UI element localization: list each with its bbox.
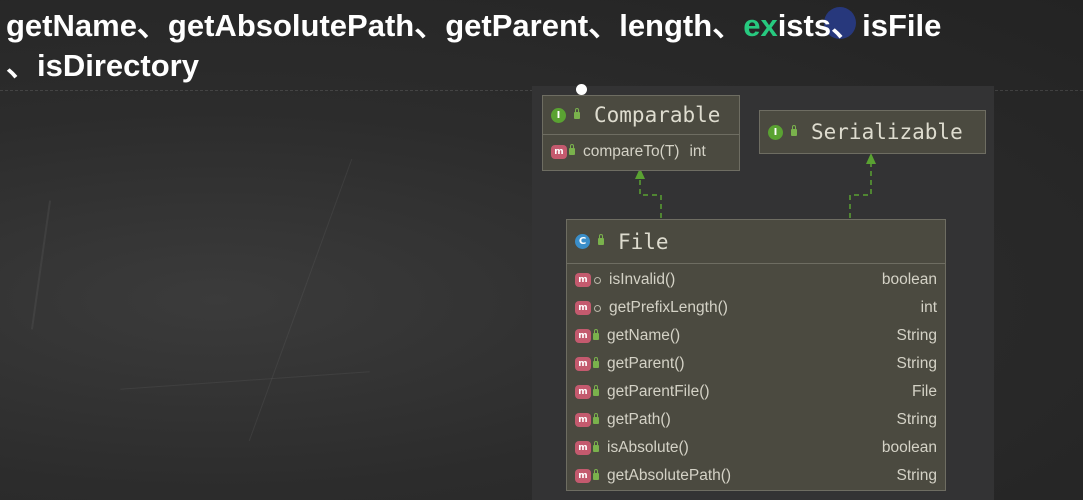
- method-name: compareTo(T): [583, 142, 680, 160]
- method-row[interactable]: m getAbsolutePath() String: [567, 462, 945, 490]
- serializable-interface-box[interactable]: I Serializable: [759, 110, 986, 154]
- title-text: ists、isFile: [777, 8, 942, 43]
- method-name: isInvalid(): [609, 271, 676, 288]
- title-line-1: getName、getAbsolutePath、getParent、length…: [6, 6, 1066, 46]
- file-header: C File: [567, 220, 945, 264]
- method-name: getPrefixLength(): [609, 299, 728, 316]
- method-name: getPath(): [607, 411, 671, 428]
- file-class-box[interactable]: C File m isInvalid() boolean m getPrefixLeng…: [566, 219, 946, 491]
- method-return-type: String: [896, 355, 938, 372]
- method-icon: m: [551, 144, 567, 159]
- comparable-arrowhead: [635, 168, 645, 179]
- title-line-2: 、isDirectory: [6, 48, 199, 83]
- method-icon: m: [575, 273, 591, 287]
- public-lock-icon: [569, 144, 575, 155]
- method-row[interactable]: m isAbsolute() boolean: [567, 434, 945, 462]
- method-row[interactable]: m isInvalid() boolean: [567, 266, 945, 294]
- method-name: getParent(): [607, 355, 685, 372]
- method-return-type: String: [896, 411, 938, 428]
- method-icon: m: [575, 301, 591, 315]
- comparable-header: I Comparable: [543, 96, 739, 135]
- public-lock-icon: [791, 124, 797, 136]
- public-lock-icon: [574, 107, 580, 119]
- method-return-type: boolean: [881, 271, 937, 288]
- method-name: getName(): [607, 327, 681, 344]
- method-return-type: boolean: [881, 439, 937, 456]
- public-lock-icon: [593, 384, 599, 396]
- class-name: File: [618, 229, 669, 254]
- public-lock-icon: [598, 234, 604, 245]
- method-icon: m: [575, 385, 591, 399]
- public-lock-icon: [593, 440, 599, 452]
- method-return-type: int: [689, 142, 706, 160]
- implements-comparable-line: [639, 178, 662, 218]
- public-lock-icon: [593, 412, 599, 424]
- package-private-icon: [594, 276, 601, 284]
- method-row[interactable]: m compareTo(T) int: [543, 135, 739, 168]
- interface-name: Comparable: [594, 103, 721, 127]
- interface-name: Serializable: [811, 120, 963, 144]
- method-return-type: File: [912, 383, 937, 400]
- public-lock-icon: [593, 468, 599, 480]
- method-icon: m: [575, 329, 591, 343]
- title-text: getName、getAbsolutePath、getParent、length…: [6, 8, 744, 43]
- method-icon: m: [575, 469, 591, 483]
- serializable-header: I Serializable: [760, 111, 985, 153]
- page-title: getName、getAbsolutePath、getParent、length…: [6, 6, 1066, 86]
- implements-serializable-line: [849, 163, 872, 218]
- title-highlight: ex: [743, 8, 778, 43]
- method-name: getParentFile(): [607, 383, 710, 400]
- package-private-icon: [594, 304, 601, 312]
- serializable-arrowhead: [866, 153, 876, 164]
- method-list: m isInvalid() boolean m getPrefixLength() int…: [567, 264, 945, 490]
- method-icon: m: [575, 357, 591, 371]
- method-return-type: String: [896, 327, 938, 344]
- method-return-type: String: [896, 467, 938, 484]
- method-row[interactable]: m getPath() String: [567, 406, 945, 434]
- interface-icon: I: [768, 124, 783, 140]
- class-icon: C: [575, 234, 590, 249]
- method-return-type: int: [920, 299, 937, 316]
- method-name: getAbsolutePath(): [607, 467, 732, 484]
- interface-icon: I: [551, 107, 566, 123]
- public-lock-icon: [593, 328, 599, 340]
- pointer-dot: [576, 84, 587, 95]
- comparable-interface-box[interactable]: I Comparable m compareTo(T) int: [542, 95, 740, 171]
- method-name: isAbsolute(): [607, 439, 689, 456]
- method-icon: m: [575, 441, 591, 455]
- method-icon: m: [575, 413, 591, 427]
- method-row[interactable]: m getPrefixLength() int: [567, 294, 945, 322]
- cursor-highlight: [824, 7, 856, 39]
- method-row[interactable]: m getName() String: [567, 322, 945, 350]
- method-row[interactable]: m getParentFile() File: [567, 378, 945, 406]
- method-row[interactable]: m getParent() String: [567, 350, 945, 378]
- public-lock-icon: [593, 356, 599, 368]
